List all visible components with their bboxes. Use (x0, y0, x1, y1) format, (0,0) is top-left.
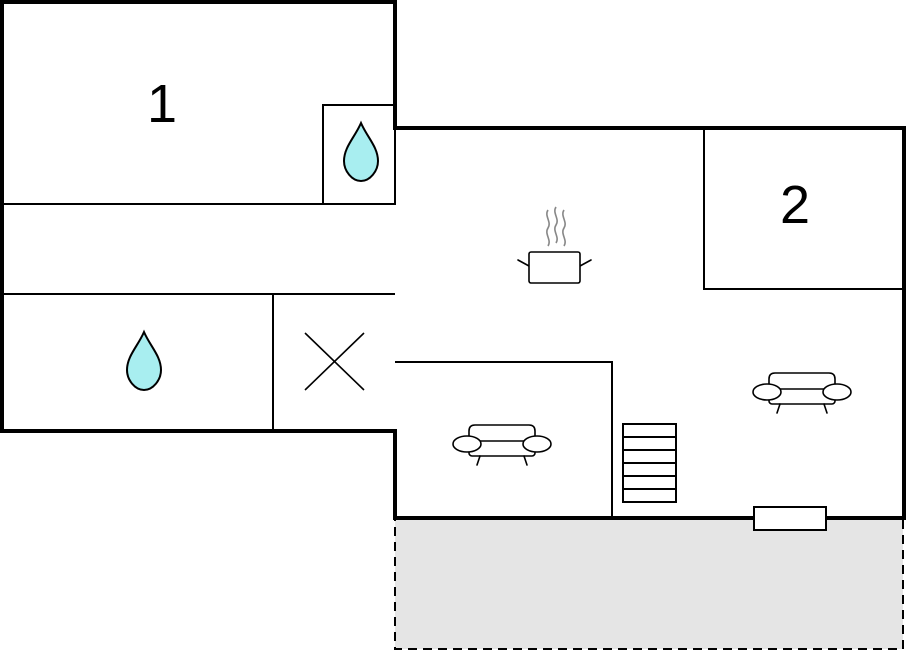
room-label-1: 1 (147, 74, 177, 134)
stairs-icon (622, 423, 677, 503)
living-room-walls (395, 361, 613, 518)
exterior-walls (0, 0, 906, 520)
terrace-area (394, 517, 904, 650)
bedroom-2-walls (703, 130, 904, 290)
toilet-x-icon (304, 332, 365, 391)
fireplace-icon (753, 506, 827, 531)
water-drop-icon (342, 120, 380, 183)
room-label-2: 2 (780, 175, 810, 235)
cooking-pot-icon (517, 206, 592, 284)
sofa-icon (452, 424, 552, 466)
water-drop-icon (125, 329, 163, 392)
shower-room (322, 104, 396, 205)
sofa-icon (752, 372, 852, 414)
